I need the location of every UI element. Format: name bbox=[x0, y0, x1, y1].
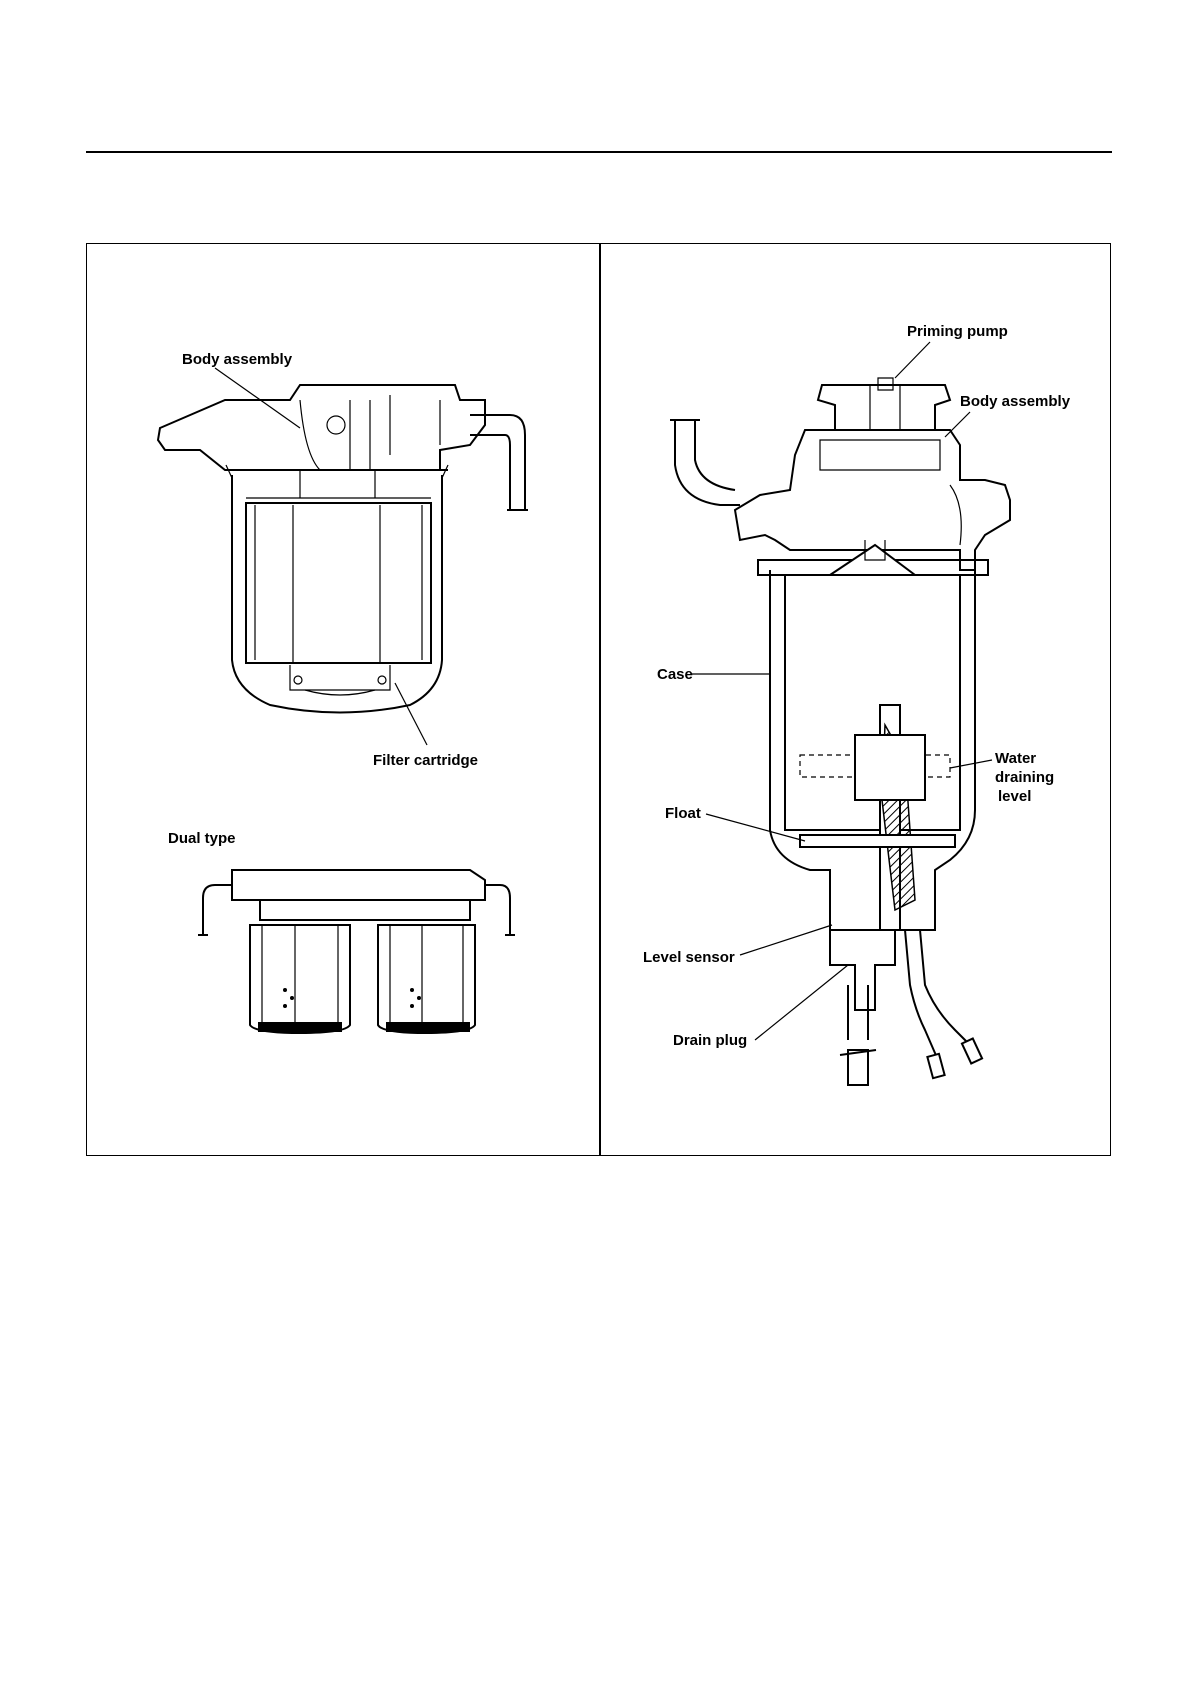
label-drain-plug: Drain plug bbox=[673, 1032, 747, 1049]
label-level-sensor: Level sensor bbox=[643, 949, 735, 966]
leader-body-assembly-right bbox=[945, 412, 970, 437]
leader-priming-pump bbox=[895, 342, 930, 378]
leader-water-draining-level bbox=[950, 760, 992, 768]
label-water-line-2: draining bbox=[995, 769, 1054, 786]
label-water-line-1: Water bbox=[995, 750, 1036, 767]
label-dual-type: Dual type bbox=[168, 830, 236, 847]
label-water-line-3: level bbox=[998, 788, 1031, 805]
label-case: Case bbox=[657, 666, 693, 683]
label-priming-pump: Priming pump bbox=[907, 323, 1008, 340]
sedimenter-drawing bbox=[670, 378, 1010, 1085]
dual-filter-drawing bbox=[198, 870, 515, 1033]
label-body-assembly-right: Body assembly bbox=[960, 393, 1071, 410]
label-body-assembly-left: Body assembly bbox=[182, 351, 293, 368]
single-filter-drawing bbox=[158, 385, 528, 713]
leader-filter-cartridge bbox=[395, 683, 427, 745]
leader-drain-plug bbox=[755, 965, 848, 1040]
leader-level-sensor bbox=[740, 925, 832, 955]
label-float: Float bbox=[665, 805, 701, 822]
leader-float bbox=[706, 814, 805, 841]
label-filter-cartridge: Filter cartridge bbox=[373, 752, 478, 769]
